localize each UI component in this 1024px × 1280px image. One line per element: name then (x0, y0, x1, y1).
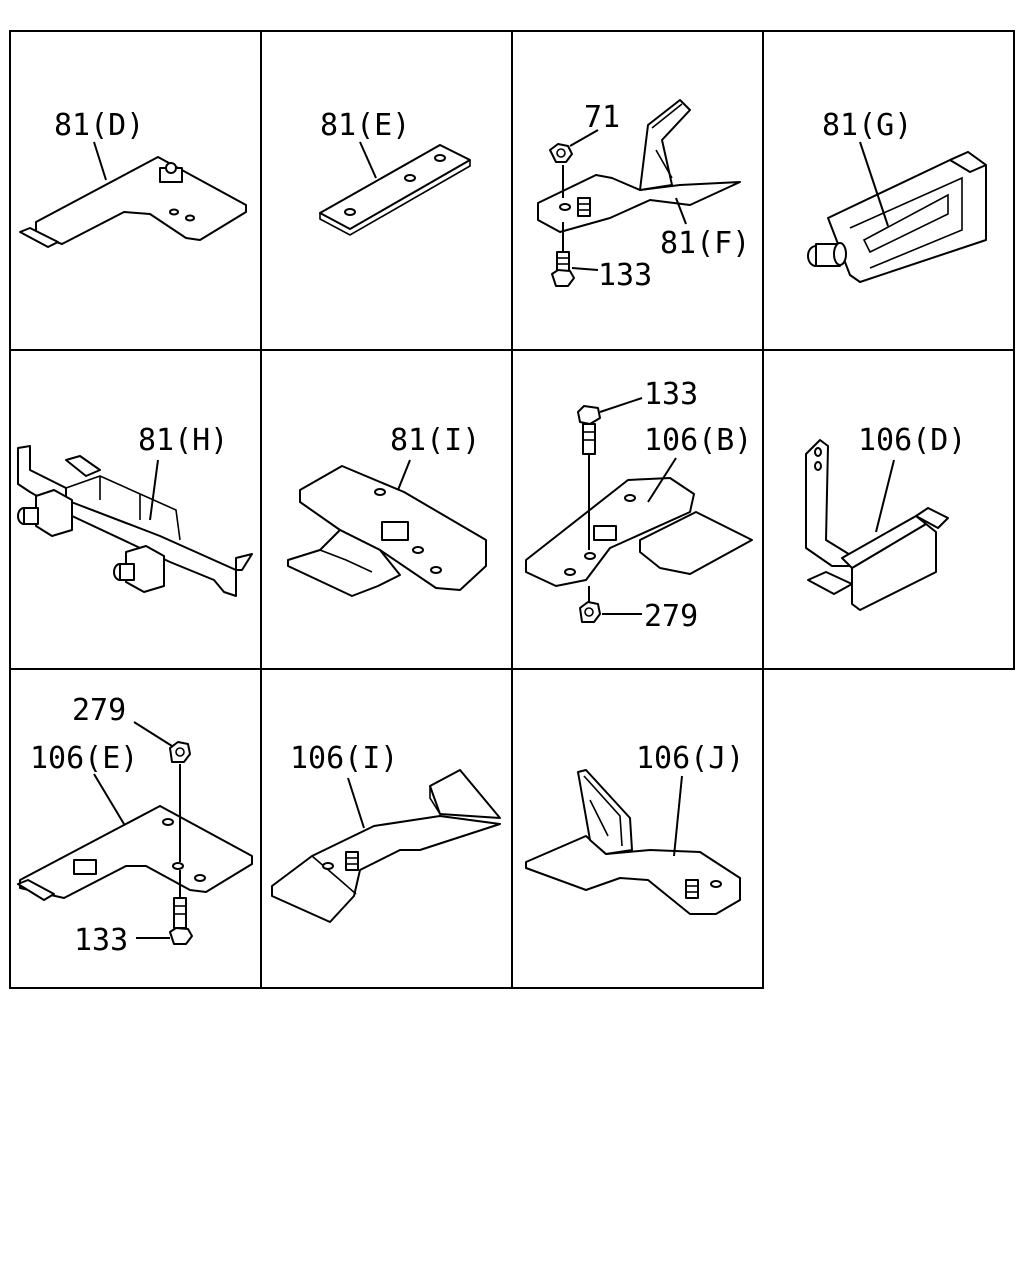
label-279-r2: 279 (644, 599, 698, 634)
part-81g-drawing: 81(G) (807, 108, 987, 283)
label-81e: 81(E) (320, 108, 410, 143)
diagram-grid (9, 30, 1015, 989)
label-81g: 81(G) (822, 108, 912, 143)
cell-r3c3 (511, 668, 764, 989)
label-81h: 81(H) (138, 423, 228, 458)
part-106b-drawing: 133 106(B) 279 (525, 377, 753, 634)
label-279-r3: 279 (72, 693, 126, 728)
part-106j-drawing: 106(J) (525, 741, 744, 915)
part-106d-drawing: 106(D) (805, 423, 966, 611)
part-106e-drawing: 279 106(E) 133 (17, 693, 253, 958)
label-106i: 106(I) (290, 741, 398, 776)
label-81i: 81(I) (390, 423, 480, 458)
label-106d: 106(D) (858, 423, 966, 458)
label-81f: 81(F) (660, 226, 750, 261)
part-81d-drawing: 81(D) (19, 108, 247, 248)
part-81h-drawing: 81(H) (17, 423, 253, 597)
label-106j: 106(J) (636, 741, 744, 776)
label-133-r1: 133 (598, 258, 652, 293)
part-106i-drawing: 106(I) (271, 741, 501, 923)
label-133-r2: 133 (644, 377, 698, 412)
part-81i-drawing: 81(I) (287, 423, 487, 597)
cell-r2c4 (762, 349, 1015, 670)
label-106b: 106(B) (644, 423, 752, 458)
label-71: 71 (584, 100, 620, 135)
part-81e-drawing: 81(E) (319, 108, 471, 236)
label-81d: 81(D) (54, 108, 144, 143)
label-133-r3: 133 (74, 923, 128, 958)
part-81f-drawing: 71 81(F) 133 (537, 99, 750, 293)
label-106e: 106(E) (30, 741, 138, 776)
